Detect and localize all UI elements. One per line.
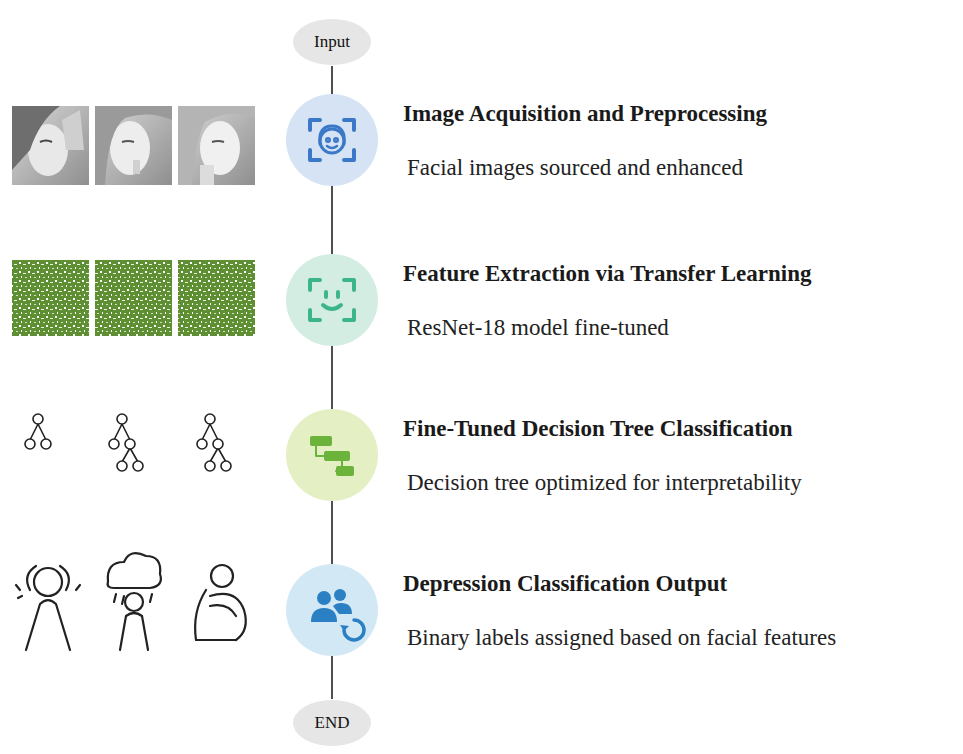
terminal-ellipse: Input: [292, 18, 372, 66]
sad-figure: [16, 566, 80, 650]
step-circle: [286, 254, 378, 346]
process-step: Feature Extraction via Transfer Learning…: [286, 254, 956, 346]
step-circle: [286, 94, 378, 186]
step-description: Binary labels assigned based on facial f…: [407, 624, 836, 652]
step-description: Facial images sourced and enhanced: [407, 154, 743, 182]
flow-connector: [331, 656, 333, 699]
process-step: Image Acquisition and PreprocessingFacia…: [286, 94, 956, 186]
step-description: ResNet-18 model fine-tuned: [407, 314, 669, 342]
step-description: Decision tree optimized for interpretabi…: [407, 469, 802, 497]
step-circle: [286, 409, 378, 501]
face-photo: [95, 106, 172, 185]
step-icon: [311, 589, 364, 640]
terminal-label: END: [292, 699, 372, 747]
step-heading: Image Acquisition and Preprocessing: [403, 100, 767, 128]
sad-figure: [195, 565, 246, 640]
terminal-label: Input: [292, 18, 372, 66]
feature-map: [178, 260, 255, 336]
face-photo: [178, 106, 255, 185]
step-icon: [310, 280, 354, 320]
flow-connector: [331, 501, 333, 564]
step-icon: [310, 120, 354, 160]
process-step: Fine-Tuned Decision Tree ClassificationD…: [286, 409, 956, 501]
tree-icon: [109, 414, 143, 471]
terminal-ellipse: END: [292, 699, 372, 747]
step-circle: [286, 564, 378, 656]
sad-figure: [108, 553, 161, 650]
flow-connector: [331, 186, 333, 254]
tree-icon: [197, 414, 231, 471]
flow-connector: [331, 66, 333, 94]
step-heading: Feature Extraction via Transfer Learning: [403, 260, 811, 288]
step-heading: Fine-Tuned Decision Tree Classification: [403, 415, 793, 443]
step-heading: Depression Classification Output: [403, 570, 727, 598]
step-icon: [310, 436, 354, 476]
feature-map: [12, 260, 89, 336]
face-photo: [12, 106, 89, 185]
flow-connector: [331, 346, 333, 409]
tree-icon: [25, 414, 51, 449]
process-step: Depression Classification OutputBinary l…: [286, 564, 956, 656]
feature-map: [95, 260, 172, 336]
